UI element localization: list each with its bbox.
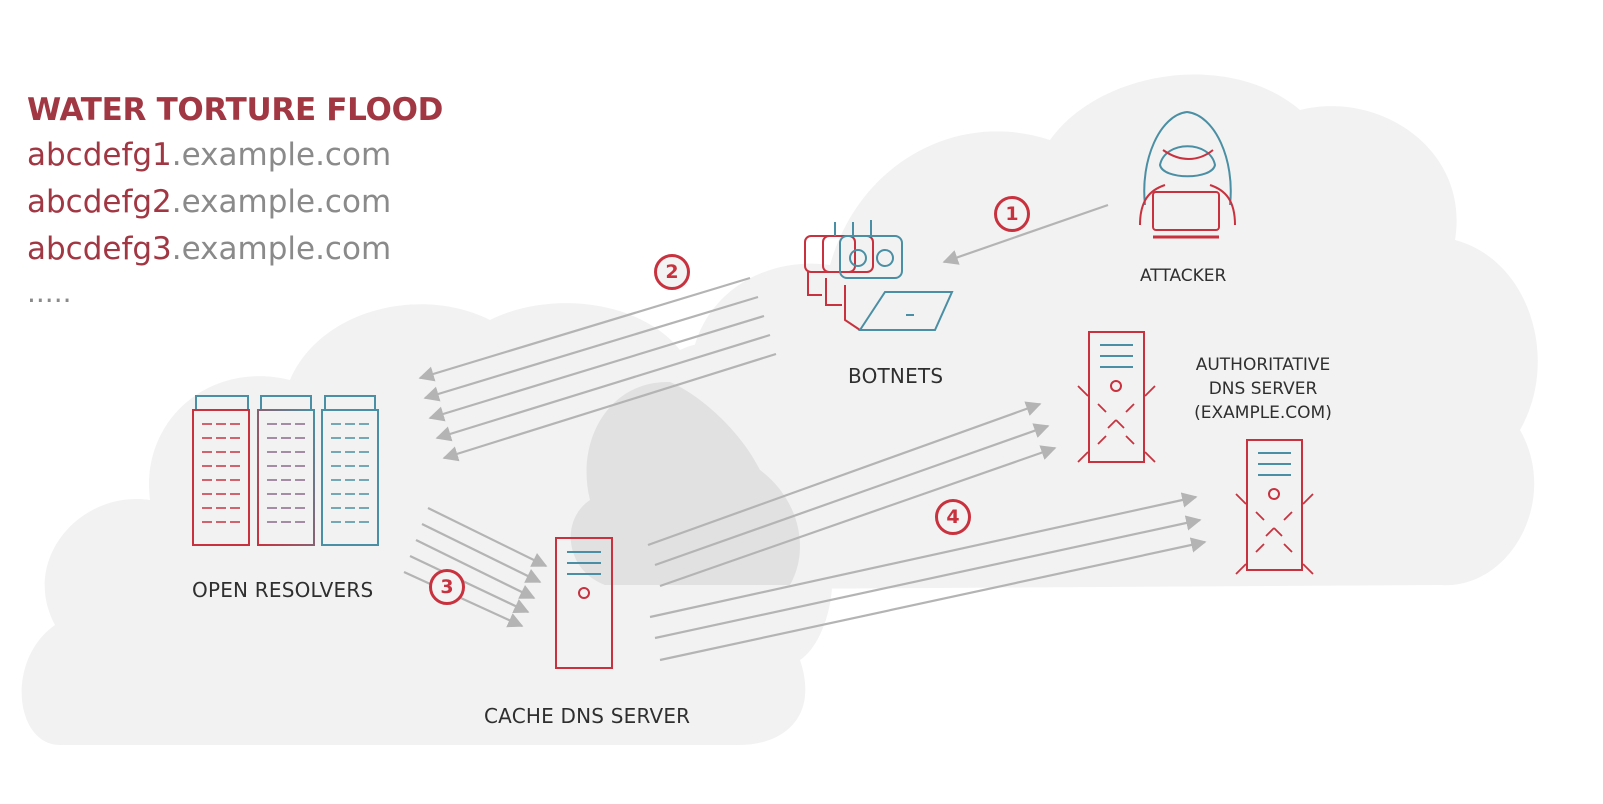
step-3-badge: 3 (429, 569, 465, 605)
query-ellipsis: ..... (27, 276, 72, 309)
authoritative-label-line-1: AUTHORITATIVE (1195, 355, 1331, 375)
step-4-badge: 4 (935, 499, 971, 535)
query-domain: .example.com (171, 231, 392, 267)
server-rack-icon (192, 395, 379, 546)
step-2-badge: 2 (654, 254, 690, 290)
query-subdomain: abcdefg2 (27, 184, 172, 220)
authoritative-server-icon (1077, 331, 1156, 463)
query-line-3: abcdefg3.example.com (27, 226, 443, 273)
botnets-label: BOTNETS (848, 364, 944, 388)
query-domain: .example.com (171, 137, 392, 173)
attacker-label: ATTACKER (1140, 266, 1227, 286)
query-subdomain: abcdefg3 (27, 231, 172, 267)
query-line-1: abcdefg1.example.com (27, 132, 443, 179)
cache-server-icon (555, 537, 613, 669)
authoritative-server-icon-2 (1235, 439, 1314, 575)
authoritative-label-line-2: DNS SERVER (1208, 379, 1318, 399)
arrow-attacker-to-botnets (942, 203, 1109, 265)
page-title: WATER TORTURE FLOOD (27, 92, 444, 128)
authoritative-label-line-3: (EXAMPLE.COM) (1194, 403, 1332, 423)
hooded-hacker-icon (1139, 110, 1236, 239)
heading-block: WATER TORTURE FLOOD abcdefg1.example.com… (27, 88, 443, 313)
arrows-cache-to-authoritative (647, 401, 1207, 662)
open-resolvers-label: OPEN RESOLVERS (192, 578, 374, 602)
authoritative-label: AUTHORITATIVE DNS SERVER (EXAMPLE.COM) (1188, 353, 1338, 425)
arrows-resolvers-to-cache (403, 507, 548, 628)
step-1-badge: 1 (994, 196, 1030, 232)
arrows-botnets-to-resolvers (418, 276, 777, 462)
query-subdomain: abcdefg1 (27, 137, 172, 173)
cache-dns-label: CACHE DNS SERVER (484, 704, 691, 728)
robot-group-icon (804, 220, 954, 331)
query-domain: .example.com (171, 184, 392, 220)
query-line-2: abcdefg2.example.com (27, 179, 443, 226)
